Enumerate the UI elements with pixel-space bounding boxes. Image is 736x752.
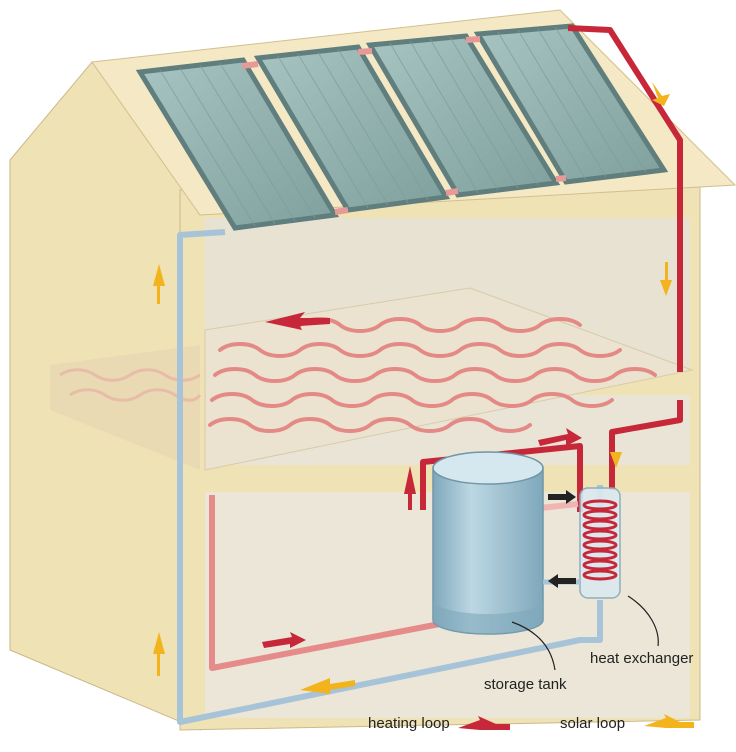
heating-loop-legend-label: heating loop — [368, 715, 450, 732]
black-arrow-1 — [548, 490, 576, 504]
storage-tank-leader — [511, 621, 556, 671]
storage-tank — [432, 451, 544, 635]
solar-arrow-roof — [652, 82, 670, 106]
solar-loop-legend-label: solar loop — [560, 715, 626, 732]
heating-arrow-up — [404, 466, 416, 510]
heating-arrow-bottom — [262, 632, 306, 648]
heating-arrow-floor — [265, 312, 330, 330]
floor-ghost — [50, 345, 200, 470]
storage-tank-label: storage tank — [484, 676, 567, 693]
solar-panel-3 — [365, 33, 561, 198]
collector-red-pipe — [567, 25, 683, 490]
heat-exchanger — [579, 487, 621, 599]
solar-arrow-right — [660, 280, 672, 296]
radiant-floor-coil — [208, 317, 657, 433]
solar-panel-4 — [473, 23, 669, 185]
heat-exchanger-leader — [627, 595, 659, 647]
solar-arrow-left-lower — [153, 632, 165, 654]
flow-arrows — [153, 82, 672, 694]
heating-arrow-mid — [538, 428, 582, 446]
solar-arrow-bottom — [300, 678, 355, 694]
solar-panel-2 — [253, 44, 451, 213]
solar-arrow-left-upper — [153, 264, 165, 286]
solar-panel-1 — [135, 57, 340, 231]
heating-loop-legend-icon — [458, 716, 510, 730]
solar-arrow-hx — [610, 452, 622, 468]
solar-collectors — [135, 23, 669, 231]
panel-connectors — [241, 36, 567, 215]
solar-loop-legend-icon — [644, 714, 694, 728]
black-arrow-2 — [548, 574, 576, 588]
heat-exchanger-label: heat exchanger — [590, 650, 694, 667]
floor-ghost-coil — [59, 368, 202, 402]
